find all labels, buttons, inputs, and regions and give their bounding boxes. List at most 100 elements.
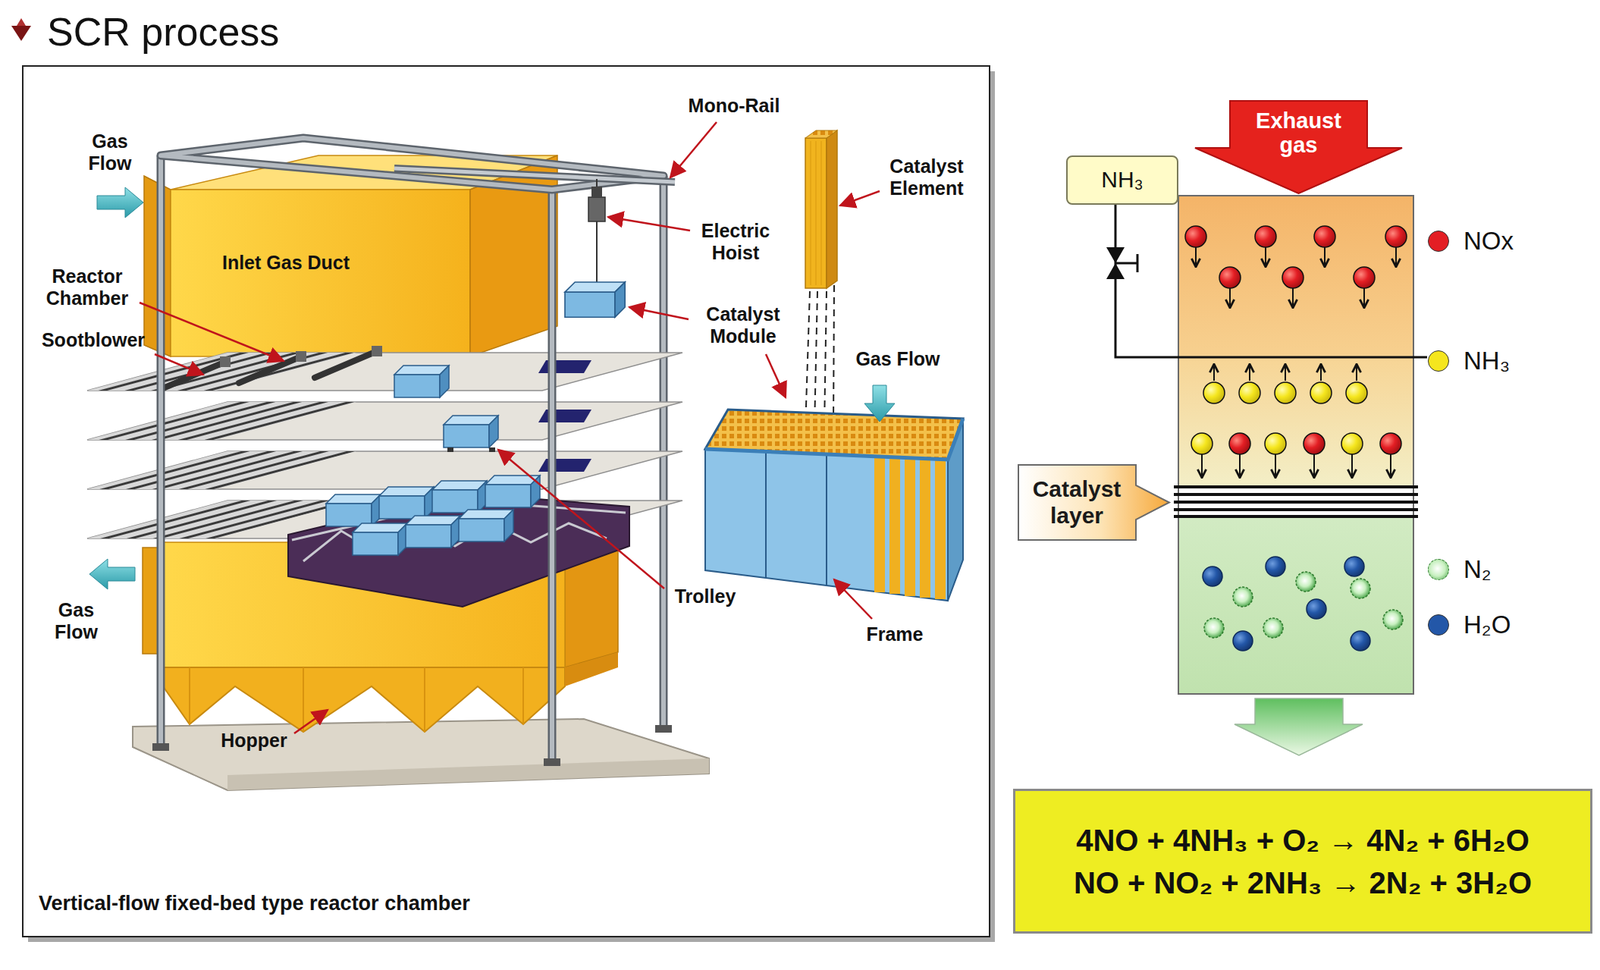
product-molecules [1383,609,1403,630]
part-label-box: Gas Flow [844,348,951,371]
ammonia-pipe [1106,247,1125,264]
leader-line [765,354,786,398]
legend-label-box: NOx [1463,225,1514,258]
sootblower [371,345,383,357]
caption-box: Vertical-flow fixed-bed type reactor cha… [38,891,471,916]
reactor-column [1178,195,1414,694]
illustration-frame [22,65,995,942]
nox-molecule [1185,225,1207,248]
sootblower [295,351,307,362]
reactor-lower-body [163,667,565,732]
catalyst-shelf [87,352,683,391]
text-area: Exhaust gas [1229,101,1368,166]
leader-line [629,307,689,320]
gas-flow-arrow [89,187,895,590]
ammonia-molecule [1203,382,1225,404]
electric-hoist [588,197,606,222]
leader-line [154,354,204,375]
electric-hoist [564,282,625,317]
gas-flow-arrow [864,385,895,422]
nox-molecule [1363,288,1365,308]
legend-swatch [1427,558,1450,581]
part-label: Catalyst Element [873,155,980,200]
part-label: Hopper [212,729,296,752]
part-label: Gas Flow [47,599,105,644]
ammonia-molecule [1239,382,1261,404]
part-label: Trolley [663,585,747,608]
figure-caption: Vertical-flow fixed-bed type reactor cha… [38,891,471,915]
ammonia-supply-box: NH₃ [1066,155,1179,205]
catalyst-element [805,130,838,430]
reactor-column [1178,354,1414,486]
catalyst-shelf [87,401,683,440]
product-molecules [1344,556,1365,577]
sootblower [314,351,376,378]
nox-molecule [1292,288,1294,308]
ammonia-molecule [1274,382,1296,404]
nox-molecule [1353,266,1375,289]
part-label-box: Electric Hoist [686,219,785,264]
catalyst-lines [1173,492,1419,496]
product-molecules [1232,630,1253,651]
mono-rail [160,138,664,190]
product-molecules [1232,586,1253,607]
product-molecules [1263,618,1284,638]
part-label-box: Trolley [663,585,747,608]
product-molecules [1350,630,1371,651]
part-label-box: Reactor Chamber [34,265,141,310]
catalyst-module-on-shelf [489,447,496,452]
steel-post [655,724,672,733]
title-box: SCR process [47,9,280,55]
catalyst-module-detail [705,418,964,460]
mixed-molecules [1303,432,1325,455]
product-molecules [1202,566,1223,587]
slide-title: SCR process [47,9,280,54]
catalyst-shelf [538,409,592,423]
mixed-molecules [1351,454,1353,478]
ammonia-molecule [1320,363,1322,381]
gas-flow-arrow [97,187,144,218]
nox-molecule [1385,225,1407,248]
node-text: 4NO + 4NH₃ + O₂ → 4N₂ + 6H₂O [1076,818,1530,862]
part-label: Gas Flow [844,348,951,371]
catalyst-module-detail [705,448,948,601]
title-bullet [11,25,32,41]
part-label: Inlet Gas Duct [210,251,362,274]
mixed-molecules [1191,432,1213,455]
catalyst-shelf [87,451,683,490]
module-support [352,523,408,556]
reactor-lower-body [564,652,619,687]
mixed-molecules [1313,454,1315,478]
sootblower [238,357,300,383]
mixed-molecules [1239,454,1241,478]
mixed-molecules [1191,432,1402,478]
mixed-molecules [1389,454,1392,478]
legend-swatch [1427,350,1450,372]
product-molecules [1204,618,1224,638]
ammonia-pipe [1115,198,1428,358]
catalyst-element [805,285,835,430]
ammonia-molecule [1284,363,1287,381]
leader-line [294,709,328,734]
electric-hoist [564,178,625,317]
part-label-box: Gas Flow [47,599,105,644]
ammonia-pipe [1106,198,1428,358]
text-area: NH₃ [1067,156,1177,204]
nox-molecule [1395,247,1397,267]
ammonia-molecule [1203,363,1368,404]
nox-molecule [1185,225,1407,308]
nox-molecule [1195,247,1197,267]
module-support [458,509,514,542]
legend-swatch [1427,614,1450,636]
text-area: 4NO + 4NH₃ + O₂ → 4N₂ + 6H₂ONO + NO₂ + 2… [1015,790,1591,932]
catalyst-module-on-shelf [394,365,499,452]
catalyst-shelf [87,401,357,440]
node-text: NO + NO₂ + 2NH₃ → 2N₂ + 3H₂O [1073,861,1532,904]
catalyst-shelf [538,458,592,472]
product-molecules [1306,599,1327,619]
steel-post [156,155,166,747]
leader-line [139,302,284,361]
catalyst-lines [1173,514,1419,518]
reactor-lower-body [189,667,524,732]
legend-label: N₂ [1463,555,1492,584]
